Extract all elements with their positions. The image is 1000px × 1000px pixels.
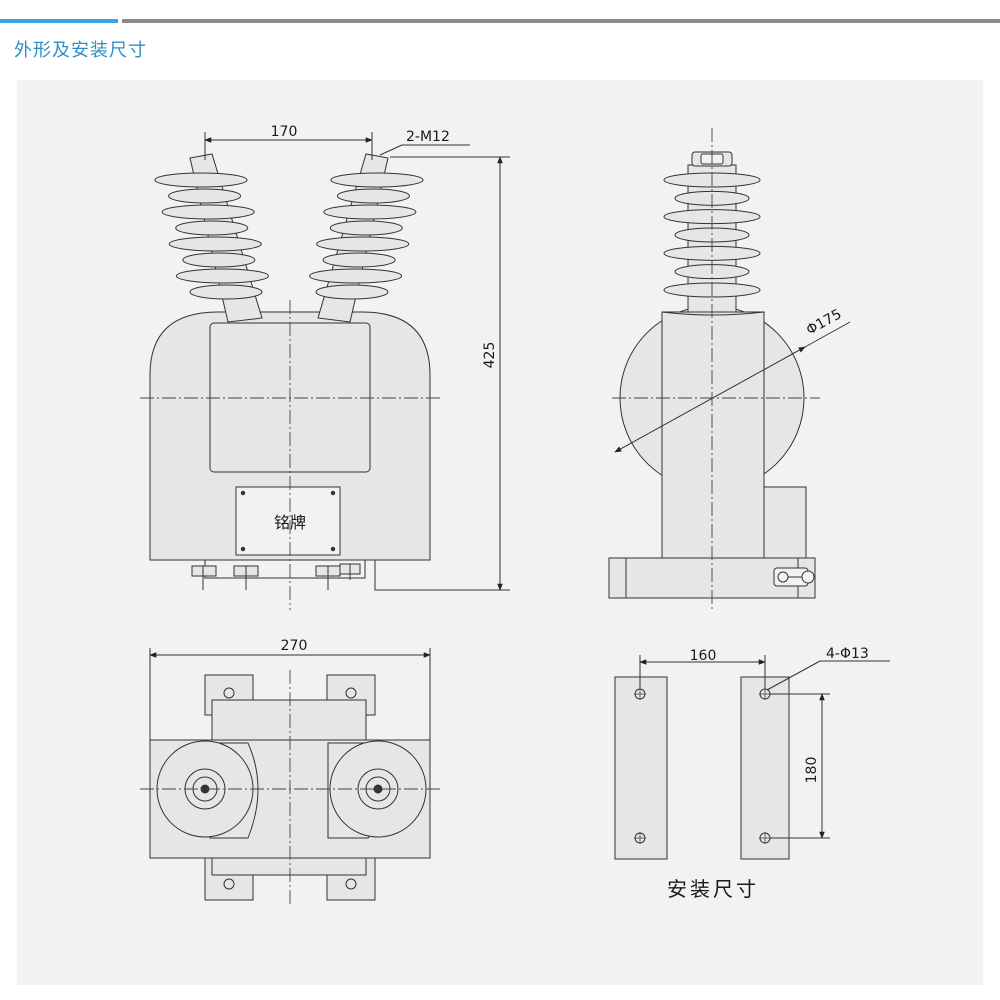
- right-insulator: [309, 153, 424, 323]
- dimension-drawing: 铭牌: [140, 124, 890, 905]
- insulator-shed: [330, 172, 424, 188]
- header-accent-bar: [0, 19, 118, 23]
- side-bracket: [763, 486, 807, 559]
- dim-width: 270: [149, 638, 431, 740]
- left-insulator: [154, 153, 269, 323]
- front-view: 铭牌: [140, 124, 510, 610]
- insulator-shed: [336, 188, 410, 204]
- terminal-label: 2-M12: [406, 129, 450, 145]
- insulator-shed: [316, 236, 410, 252]
- mounting-caption: 安装尺寸: [667, 877, 759, 901]
- side-column: [661, 311, 765, 559]
- top-view: 270: [140, 638, 440, 905]
- dim-160-label: 160: [690, 648, 717, 664]
- left-bushing-top: [156, 740, 259, 839]
- dim-425-label: 425: [482, 342, 498, 369]
- side-view: Φ175: [608, 128, 851, 610]
- insulator-shed: [175, 268, 269, 284]
- mounting-rail-left: [614, 676, 668, 860]
- terminal-leader: 2-M12: [379, 129, 470, 156]
- insulator-shed: [189, 284, 263, 300]
- dim-terminal-spacing: 170: [204, 124, 373, 160]
- insulator-shed: [323, 204, 417, 220]
- front-bolts: [191, 563, 361, 590]
- dim-180-label: 180: [804, 757, 820, 784]
- nameplate: [235, 486, 341, 556]
- insulator-shed: [182, 252, 256, 268]
- top-mount-holes: [223, 687, 357, 890]
- mounting-rail-right: [740, 676, 790, 860]
- dim-height: 425: [390, 156, 510, 591]
- insulator-shed: [154, 172, 248, 188]
- ground-terminal-icon: [773, 567, 815, 587]
- right-bushing-top: [327, 740, 427, 839]
- dim-270-label: 270: [281, 638, 308, 654]
- insulator-shed: [168, 188, 242, 204]
- hole-label: 4-Φ13: [826, 646, 869, 662]
- section-title: 外形及安装尺寸: [14, 40, 147, 61]
- drawing-panel: 铭牌: [17, 80, 983, 985]
- insulator-shed: [315, 284, 389, 300]
- dim-175-label: Φ175: [804, 306, 845, 338]
- dim-mount-vertical: 180: [770, 693, 830, 839]
- mounting-view: 160 4-Φ13 180 安装尺寸: [614, 646, 890, 901]
- insulator-shed: [309, 268, 403, 284]
- mount-hole-leader: 4-Φ13: [766, 646, 890, 691]
- insulator-shed: [329, 220, 403, 236]
- dim-mount-horizontal: 160: [639, 648, 766, 688]
- insulator-shed: [161, 204, 255, 220]
- dim-170-label: 170: [271, 124, 298, 140]
- insulator-shed: [168, 236, 262, 252]
- header-rule: [122, 19, 1000, 23]
- insulator-shed: [175, 220, 249, 236]
- insulator-shed: [322, 252, 396, 268]
